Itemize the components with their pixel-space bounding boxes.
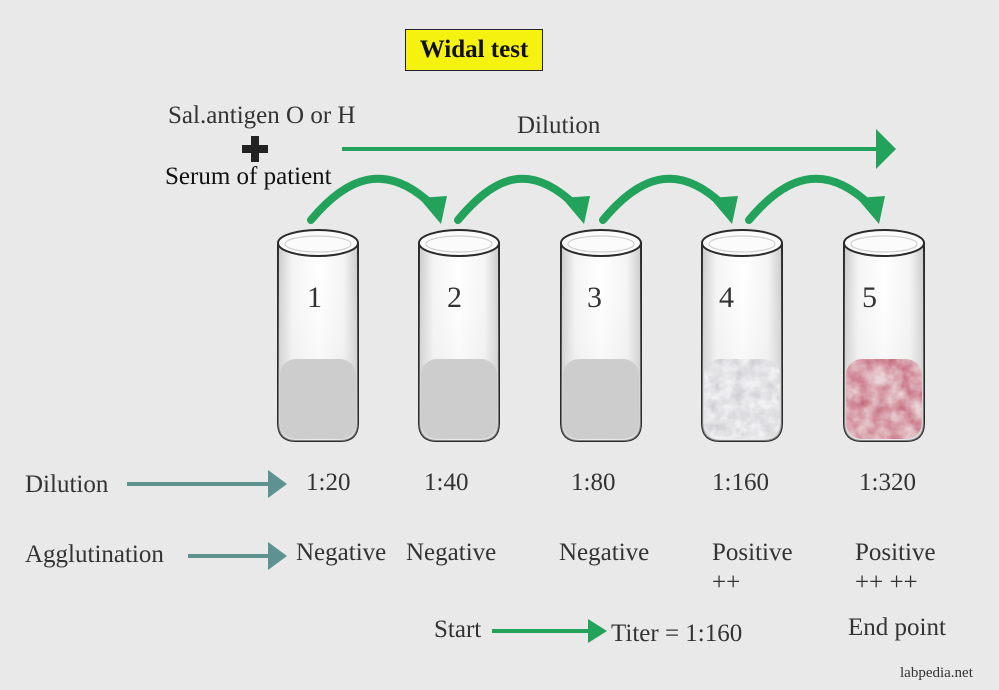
tube-number-2: 2 [447, 281, 462, 314]
tube-rim-inner [567, 235, 635, 253]
start-titer-arrowhead [588, 619, 607, 643]
test-tube-3 [560, 229, 642, 442]
agglutination-row-arrowhead [268, 542, 287, 570]
footer-credit: labpedia.net [900, 665, 973, 681]
tube-rim-inner [425, 235, 493, 253]
grade-4: ++ [712, 569, 741, 596]
transfer-arrow-2 [454, 174, 579, 224]
tube-contents [563, 359, 639, 439]
end-point-label: End point [848, 614, 946, 641]
transfer-arrow-3 [599, 174, 727, 224]
transfer-arrow-1 [307, 174, 436, 224]
tube-rim-inner [708, 235, 776, 253]
tube-rim [560, 229, 642, 257]
transfer-arrowhead-1 [419, 196, 447, 224]
tube-rim [418, 229, 500, 257]
dilution-arrow-label: Dilution [517, 112, 601, 139]
title-box: Widal test [405, 29, 543, 71]
dilution-row-arrowhead [268, 470, 287, 498]
result-3: Negative [559, 539, 650, 566]
dilution-value-1: 1:20 [306, 469, 351, 496]
tube-number-1: 1 [307, 281, 322, 314]
transfer-arrowhead-4 [857, 196, 885, 224]
plus-icon [242, 136, 268, 162]
tube-rim [843, 229, 925, 257]
dilution-value-2: 1:40 [424, 469, 469, 496]
tube-contents [280, 359, 356, 439]
result-1: Negative [296, 539, 387, 566]
main-dilution-arrowhead [876, 129, 896, 169]
tube-rim [277, 229, 359, 257]
tube-number-3: 3 [587, 281, 602, 314]
transfer-arrowhead-3 [710, 196, 738, 224]
tube-number-4: 4 [719, 281, 734, 314]
agglutinate-texture [704, 359, 780, 439]
test-tube-1 [277, 229, 359, 442]
test-tube-4 [701, 229, 783, 442]
tube-rim-inner [850, 235, 918, 253]
dilution-value-4: 1:160 [712, 469, 769, 496]
test-tube-2 [418, 229, 500, 442]
dilution-value-5: 1:320 [859, 469, 916, 496]
row-label-dilution: Dilution [25, 471, 109, 498]
agglutinate-texture [846, 359, 922, 439]
transfer-arrow-4 [745, 174, 874, 224]
dilution-value-3: 1:80 [571, 469, 616, 496]
result-2: Negative [406, 539, 497, 566]
grade-5: ++ ++ [855, 569, 918, 596]
tube-contents [421, 359, 497, 439]
tube-rim [701, 229, 783, 257]
test-tube-5 [843, 229, 925, 442]
result-5: Positive [855, 539, 936, 566]
tube-rim-inner [284, 235, 352, 253]
start-label: Start [434, 616, 482, 643]
result-4: Positive [712, 539, 793, 566]
titer-label: Titer = 1:160 [611, 620, 743, 647]
transfer-arrowhead-2 [562, 196, 590, 224]
antigen-label: Sal.antigen O or H [168, 102, 356, 129]
tube-number-5: 5 [862, 281, 877, 314]
serum-label: Serum of patient [165, 163, 332, 190]
row-label-agglutination: Agglutination [25, 541, 164, 568]
diagram-title: Widal test [419, 36, 529, 63]
